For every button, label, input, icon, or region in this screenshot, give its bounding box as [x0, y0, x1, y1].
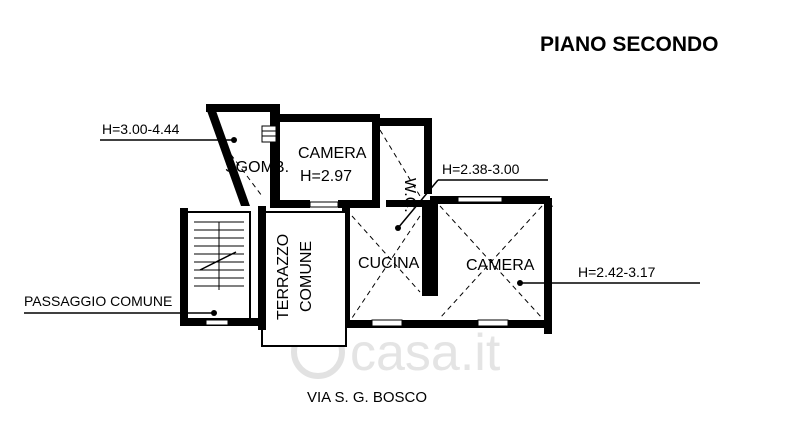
room-label-storage: SGOMB. — [225, 159, 289, 176]
room-label-bedroom1: CAMERA — [298, 145, 367, 162]
room-label-terrace-line1: TERRAZZO — [275, 234, 292, 320]
ceiling-slope-lines — [219, 129, 543, 319]
room-label-terrace-line2: COMUNE — [298, 241, 315, 312]
watermark-text: casa.it — [350, 324, 501, 382]
passage-label: PASSAGGIO COMUNE — [24, 293, 172, 309]
floor-title: PIANO SECONDO — [540, 33, 719, 56]
room-label-kitchen: CUCINA — [358, 255, 420, 272]
room-label-bedroom1-height: H=2.97 — [300, 168, 352, 185]
street-label: VIA S. G. BOSCO — [307, 389, 427, 406]
height-label-center: H=2.38-3.00 — [442, 161, 520, 177]
height-label-left: H=3.00-4.44 — [102, 121, 180, 137]
leader-lines — [24, 137, 700, 316]
height-label-right: H=2.42-3.17 — [578, 264, 656, 280]
watermark: casa.it — [291, 324, 501, 382]
stairs — [194, 221, 244, 290]
room-label-wc: W.C. — [401, 178, 418, 213]
room-label-bedroom2: CAMERA — [466, 257, 535, 274]
